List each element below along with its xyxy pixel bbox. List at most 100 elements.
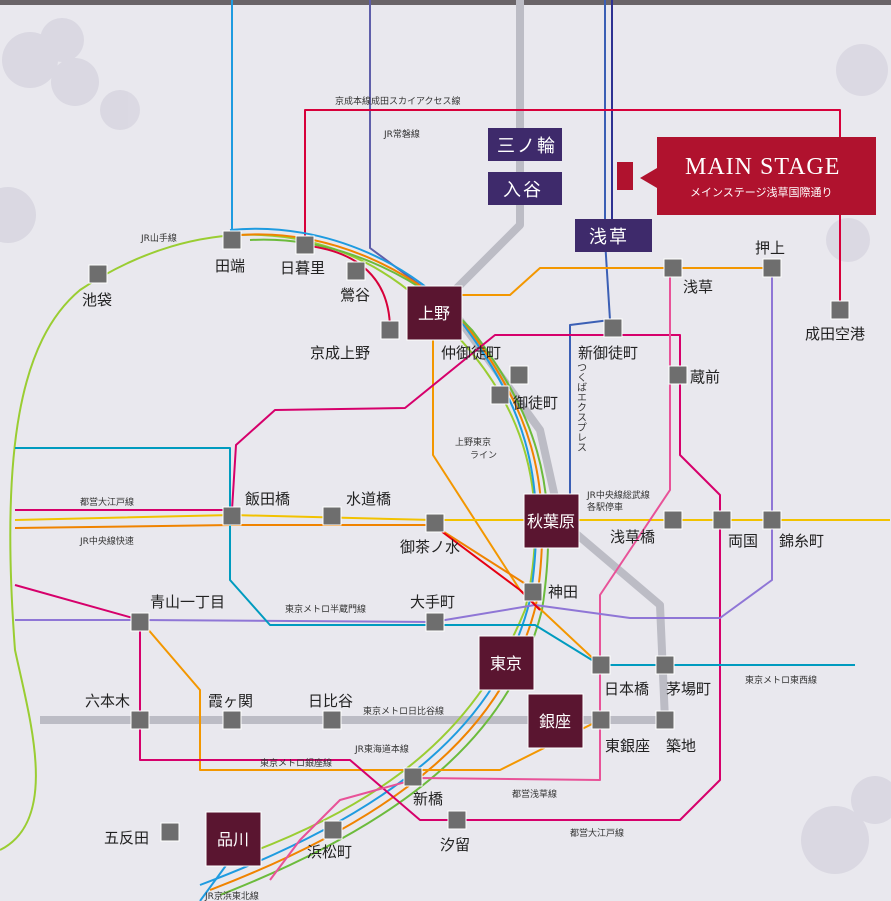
line-label-chuo-sobu-1: JR中央線総武線 bbox=[586, 489, 650, 501]
line-label-hanzomon: 東京メトロ半蔵門線 bbox=[285, 603, 366, 615]
station-nippori: 日暮里 bbox=[280, 259, 325, 277]
station-hibiya: 日比谷 bbox=[308, 692, 353, 710]
line-label-asakusa: 都営浅草線 bbox=[512, 788, 557, 800]
hub-ueno-box bbox=[406, 285, 463, 341]
main-stage-title: MAIN STAGE bbox=[685, 154, 840, 180]
station-labels: 池袋 田端 日暮里 鶯谷 京成上野 浅草 押上 成田空港 新御徒町 仲御徒町 御… bbox=[82, 239, 865, 861]
station-marker-kayabacho bbox=[655, 655, 675, 675]
station-kanda: 神田 bbox=[548, 583, 578, 601]
station-marker-iidabashi bbox=[222, 506, 242, 526]
line-label-keihin: JR京浜東北線 bbox=[204, 890, 259, 901]
station-marker-ochanomizu bbox=[425, 513, 445, 533]
line-labels: 京成本線成田スカイアクセス線 JR常磐線 JR山手線 上野東京 ライン つくばエ… bbox=[79, 95, 817, 901]
station-marker-hamamatsucho bbox=[323, 820, 343, 840]
station-roppongi: 六本木 bbox=[85, 692, 130, 710]
station-marker-higashi-ginza bbox=[591, 710, 611, 730]
station-marker-uguisudani bbox=[346, 261, 366, 281]
hub-stations: 上野 秋葉原 東京 銀座 品川 bbox=[205, 285, 584, 867]
station-okachimachi: 御徒町 bbox=[513, 394, 558, 412]
line-label-chuo-rapid: JR中央線快速 bbox=[79, 535, 134, 547]
station-marker-tsukiji bbox=[655, 710, 675, 730]
label-box-minowa: 三ノ輪 bbox=[497, 136, 557, 157]
line-oedo bbox=[14, 334, 721, 821]
station-marker-oshiage bbox=[762, 258, 782, 278]
station-marker-aoyama bbox=[130, 612, 150, 632]
station-marker-narita bbox=[830, 300, 850, 320]
station-shimbashi: 新橋 bbox=[413, 790, 443, 808]
main-stage-callout: MAIN STAGE メインステージ浅草国際通り bbox=[617, 137, 876, 215]
main-stage-box bbox=[657, 137, 876, 215]
line-asakusa bbox=[269, 268, 671, 881]
station-kayabacho: 茅場町 bbox=[666, 680, 711, 698]
main-stage-subtitle: メインステージ浅草国際通り bbox=[690, 186, 833, 199]
line-label-ueno-tokyo-2: ライン bbox=[470, 450, 497, 461]
station-tsukiji: 築地 bbox=[666, 737, 696, 755]
hub-tokyo: 東京 bbox=[490, 654, 522, 673]
station-nihonbashi: 日本橋 bbox=[604, 680, 649, 698]
station-gotanda: 五反田 bbox=[104, 829, 149, 847]
station-marker-kinshicho bbox=[762, 510, 782, 530]
hub-akihabara: 秋葉原 bbox=[527, 512, 575, 531]
station-marker-nippori bbox=[295, 235, 315, 255]
line-label-ueno-tokyo-1: 上野東京 bbox=[455, 436, 491, 448]
station-ikebukuro: 池袋 bbox=[82, 291, 112, 309]
station-marker-otemachi bbox=[425, 612, 445, 632]
label-box-iriya-bg bbox=[488, 172, 562, 205]
hub-akihabara-box bbox=[523, 493, 580, 549]
label-box-minowa-bg bbox=[488, 128, 562, 161]
hub-shinagawa-box bbox=[205, 811, 262, 867]
station-ochanomizu: 御茶ノ水 bbox=[400, 538, 460, 556]
line-label-oedo-north: 都営大江戸線 bbox=[80, 496, 134, 508]
station-otemachi: 大手町 bbox=[410, 593, 455, 611]
label-box-asakusa-bg bbox=[575, 219, 652, 252]
station-marker-shimbashi bbox=[403, 767, 423, 787]
line-label-tx: つくばエクスプレス bbox=[575, 362, 587, 452]
station-tabata: 田端 bbox=[215, 257, 245, 275]
station-shiodome: 汐留 bbox=[440, 836, 470, 854]
station-marker-kuramae bbox=[668, 365, 688, 385]
station-kinshicho: 錦糸町 bbox=[779, 532, 824, 550]
station-kuramae: 蔵前 bbox=[690, 368, 720, 386]
station-marker-gotanda bbox=[160, 822, 180, 842]
station-asakusa: 浅草 bbox=[683, 278, 713, 296]
top-photo-strip bbox=[0, 0, 891, 5]
line-label-chuo-sobu-2: 各駅停車 bbox=[587, 501, 623, 513]
station-asakusabashi: 浅草橋 bbox=[610, 528, 655, 546]
station-marker-roppongi bbox=[130, 710, 150, 730]
station-marker-naka-okachimachi bbox=[509, 365, 529, 385]
line-hanzomon bbox=[15, 268, 773, 623]
station-marker-asakusa bbox=[663, 258, 683, 278]
label-box-iriya: 入谷 bbox=[503, 180, 543, 201]
station-marker-shiodome bbox=[447, 810, 467, 830]
hub-ginza-box bbox=[527, 693, 584, 749]
station-hamamatsucho: 浜松町 bbox=[307, 843, 352, 861]
line-label-tokaido: JR東海道本線 bbox=[354, 743, 409, 755]
station-marker-suidobashi bbox=[322, 506, 342, 526]
station-oshiage: 押上 bbox=[755, 239, 785, 257]
line-ginza-east bbox=[440, 267, 770, 296]
line-label-ginza: 東京メトロ銀座線 bbox=[260, 757, 332, 769]
hub-ueno: 上野 bbox=[418, 304, 450, 323]
station-marker-kasumigaseki bbox=[222, 710, 242, 730]
station-marker-kanda bbox=[523, 582, 543, 602]
station-keisei-ueno: 京成上野 bbox=[310, 344, 370, 362]
line-label-oedo-south: 都営大江戸線 bbox=[570, 827, 624, 839]
line-keihin-south bbox=[199, 859, 231, 901]
line-keisei-ueno bbox=[299, 244, 391, 331]
station-marker-ryogoku bbox=[712, 510, 732, 530]
line-label-keisei: 京成本線成田スカイアクセス線 bbox=[335, 95, 461, 107]
station-marker-hibiya bbox=[322, 710, 342, 730]
station-naka-okachimachi: 仲御徒町 bbox=[441, 344, 501, 362]
station-marker-ikebukuro bbox=[88, 264, 108, 284]
station-shin-okachimachi: 新御徒町 bbox=[578, 344, 638, 362]
hub-tokyo-box bbox=[478, 635, 535, 691]
station-marker-tabata bbox=[222, 230, 242, 250]
station-suidobashi: 水道橋 bbox=[346, 490, 391, 508]
station-uguisudani: 鶯谷 bbox=[340, 286, 370, 304]
hub-ginza: 銀座 bbox=[539, 712, 571, 731]
station-iidabashi: 飯田橋 bbox=[245, 490, 290, 508]
station-kasumigaseki: 霞ヶ関 bbox=[208, 692, 253, 710]
main-stage-pointer bbox=[640, 168, 657, 188]
sakura-decoration bbox=[0, 18, 891, 874]
